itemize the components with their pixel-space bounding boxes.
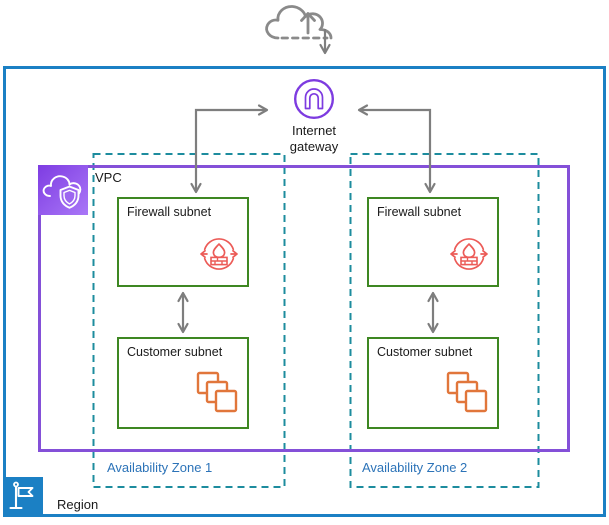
firewall-subnet-az1-label: Firewall subnet <box>127 205 212 219</box>
customer-subnet-az1: Customer subnet <box>117 337 249 429</box>
vpc-cloud-shield-icon <box>38 165 88 215</box>
firewall-subnet-az2-label: Firewall subnet <box>377 205 462 219</box>
firewall-subnet-az2: Firewall subnet <box>367 197 499 287</box>
vpc-container <box>38 165 570 452</box>
firewall-subnet-az1: Firewall subnet <box>117 197 249 287</box>
instances-icon <box>196 371 238 413</box>
availability-zone-1-boundary <box>92 153 286 488</box>
availability-zone-1-label: Availability Zone 1 <box>107 460 213 475</box>
internet-cloud-icon <box>265 5 333 40</box>
internet-gateway-label: Internet gateway <box>289 123 339 154</box>
availability-zone-2-boundary <box>349 153 540 488</box>
internet-gateway-icon <box>294 79 334 119</box>
customer-subnet-az2-label: Customer subnet <box>377 345 473 359</box>
customer-subnet-az1-label: Customer subnet <box>127 345 223 359</box>
customer-subnet-az2: Customer subnet <box>367 337 499 429</box>
upload-arrow-icon <box>300 12 316 35</box>
vpc-label: VPC <box>95 170 122 185</box>
region-container <box>3 66 606 517</box>
instances-icon <box>446 371 488 413</box>
availability-zone-2-label: Availability Zone 2 <box>362 460 468 475</box>
network-firewall-endpoint-icon <box>200 238 238 270</box>
region-label: Region <box>57 497 99 512</box>
network-firewall-endpoint-icon <box>450 238 488 270</box>
region-flag-icon <box>3 477 43 517</box>
